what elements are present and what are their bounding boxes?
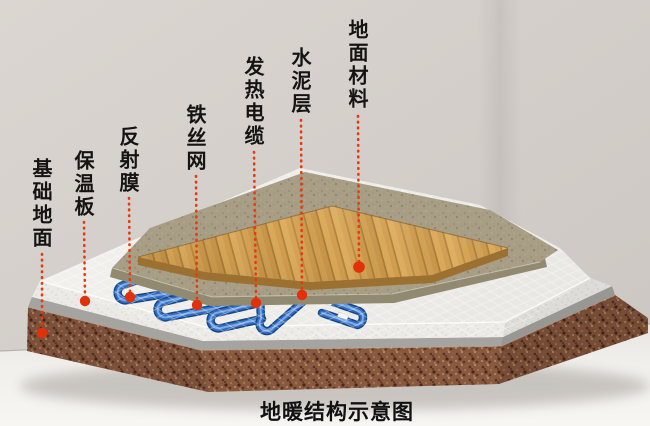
leader-dot-cement-layer <box>296 289 308 301</box>
label-floor-material: 地面材料 <box>345 19 367 111</box>
leader-line-reflective-film <box>127 196 132 295</box>
label-cement-layer: 水泥层 <box>288 47 310 116</box>
label-base-ground: 基础地面 <box>29 158 51 250</box>
layer-floor-material <box>137 205 509 290</box>
leader-line-insulation-board <box>82 220 87 299</box>
leader-dot-wire-mesh <box>191 299 203 311</box>
leader-line-heating-cable <box>252 150 258 301</box>
leader-lines <box>40 114 361 331</box>
leader-dot-heating-cable <box>250 297 262 309</box>
leader-line-floor-material <box>356 114 361 265</box>
leader-dot-reflective-film <box>124 291 136 303</box>
diagram-title: 地暖结构示意图 <box>260 401 414 424</box>
leader-dot-base-ground <box>36 327 48 339</box>
leader-dots <box>36 261 365 339</box>
leader-line-cement-layer <box>299 118 304 293</box>
label-insulation-board: 保温板 <box>71 150 93 219</box>
label-reflective-film: 反射膜 <box>116 126 138 195</box>
label-wire-mesh: 铁丝网 <box>183 104 205 173</box>
leader-dot-insulation-board <box>79 295 91 307</box>
label-heating-cable: 发热电缆 <box>241 56 263 148</box>
leader-dot-floor-material <box>353 261 365 273</box>
layer-gray-band <box>28 286 615 350</box>
leader-line-wire-mesh <box>194 174 199 303</box>
